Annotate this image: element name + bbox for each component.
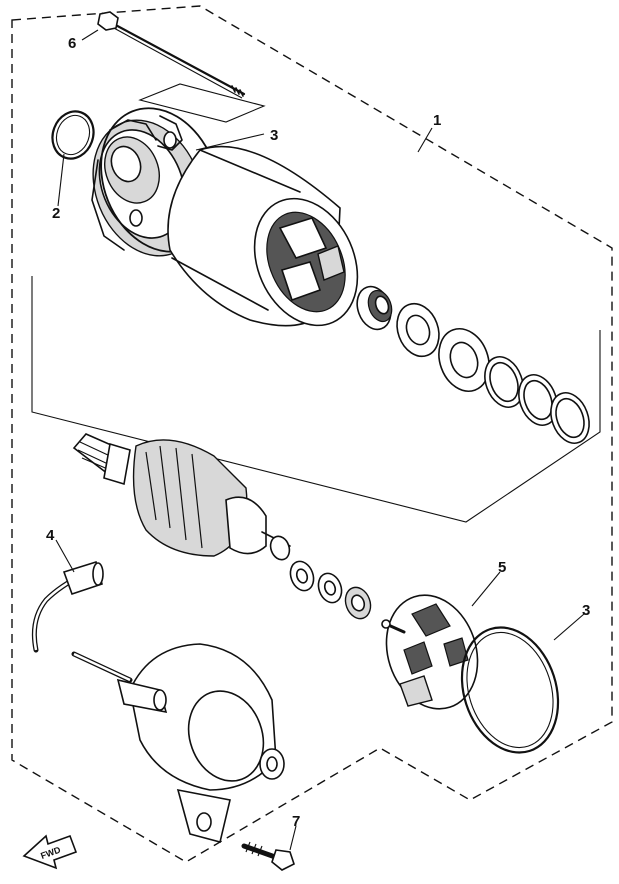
forward-arrow-icon: FWD bbox=[22, 834, 78, 870]
callout-2: 2 bbox=[52, 205, 60, 222]
callout-7: 7 bbox=[292, 813, 300, 830]
callout-3-cover-gasket: 3 bbox=[270, 127, 278, 144]
callout-5: 5 bbox=[498, 559, 506, 576]
shim-washers bbox=[289, 560, 372, 620]
lead-wire bbox=[31, 560, 133, 683]
leader-lines bbox=[55, 29, 585, 851]
callout-6: 6 bbox=[68, 35, 76, 52]
washer-stack bbox=[396, 302, 590, 444]
callout-1: 1 bbox=[433, 112, 441, 129]
brush-holder bbox=[381, 594, 479, 710]
assembly-boundary bbox=[11, 5, 613, 863]
callout-4: 4 bbox=[46, 527, 55, 544]
o-ring bbox=[51, 110, 95, 160]
bolt-plane bbox=[138, 83, 266, 123]
rear-cover bbox=[116, 643, 285, 843]
armature bbox=[72, 433, 291, 561]
callout-3-rear-gasket: 3 bbox=[582, 602, 590, 619]
subassembly-plane bbox=[31, 276, 601, 523]
mounting-bolt bbox=[241, 841, 295, 871]
through-bolt bbox=[97, 11, 246, 99]
bearing bbox=[356, 285, 393, 331]
yoke bbox=[167, 145, 359, 327]
rear-gasket bbox=[460, 626, 560, 754]
